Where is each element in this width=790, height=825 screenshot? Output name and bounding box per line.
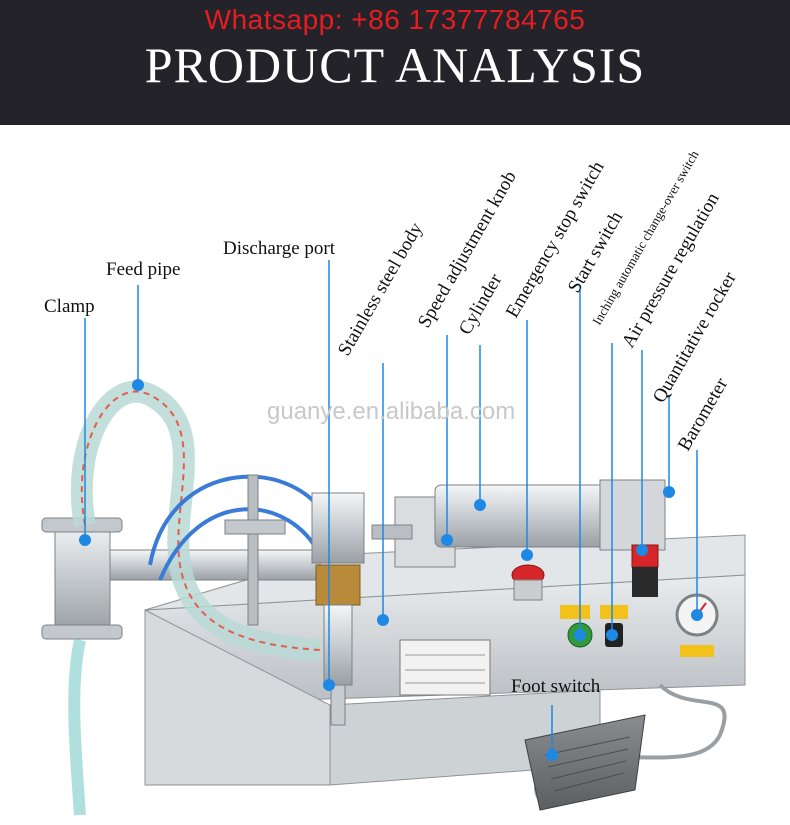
label-discharge-port: Discharge port xyxy=(223,238,336,259)
marker-clamp xyxy=(79,534,91,546)
marker-inching-switch xyxy=(606,629,618,641)
discharge-port xyxy=(311,492,365,726)
header-banner: Whatsapp: +86 17377784765 PRODUCT ANALYS… xyxy=(0,0,790,125)
label-feed-pipe: Feed pipe xyxy=(106,259,181,280)
marker-speed-knob xyxy=(441,534,453,546)
marker-start-switch xyxy=(574,629,586,641)
label-foot-switch: Foot switch xyxy=(511,676,601,697)
marker-stainless-body xyxy=(377,614,389,626)
marker-air-pressure xyxy=(636,544,648,556)
label-clamp: Clamp xyxy=(44,296,95,317)
watermark: guanye.en.alibaba.com xyxy=(267,398,516,425)
marker-foot-switch xyxy=(546,749,558,761)
machine-illustration xyxy=(41,260,746,816)
clamp-pipe-assembly xyxy=(41,517,321,816)
marker-discharge-port xyxy=(323,679,335,691)
guide-rod xyxy=(247,474,259,626)
marker-feed-pipe xyxy=(132,379,144,391)
marker-barometer xyxy=(691,609,703,621)
callout-markers xyxy=(79,379,703,761)
foot-switch-pedal[interactable] xyxy=(524,714,646,811)
page-title: PRODUCT ANALYSIS xyxy=(144,37,646,93)
callout-leader-lines xyxy=(84,260,698,755)
marker-quantitative-rocker xyxy=(663,486,675,498)
marker-cylinder xyxy=(474,499,486,511)
marker-emergency-stop xyxy=(521,549,533,561)
whatsapp-contact[interactable]: Whatsapp: +86 17377784765 xyxy=(204,4,586,35)
